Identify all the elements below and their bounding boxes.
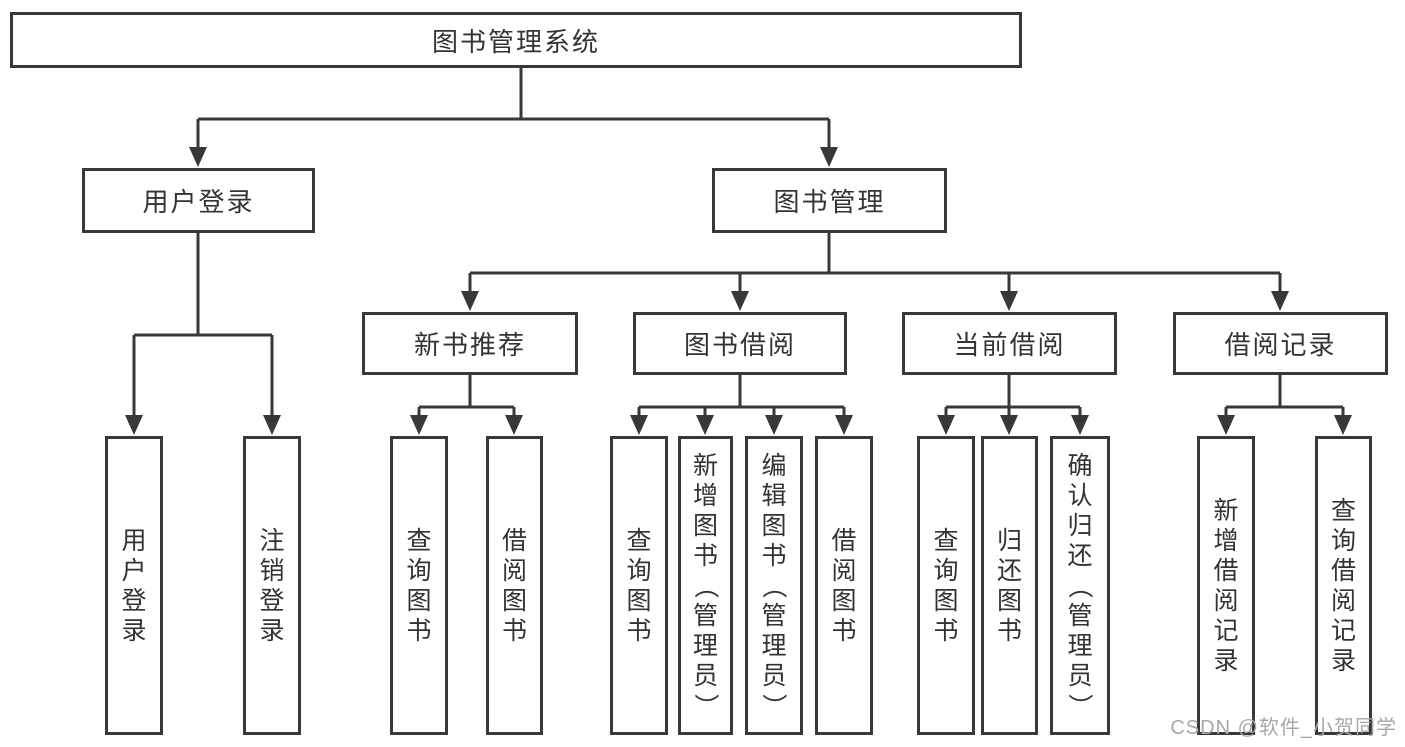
node-label: 借阅图书 bbox=[501, 526, 527, 645]
node-label: 确认归还（管理员） bbox=[1065, 451, 1094, 719]
node-leaf-borrow-books-recommend: 借阅图书 bbox=[486, 436, 543, 735]
node-label: 注销登录 bbox=[259, 526, 285, 645]
node-label: 编辑图书（管理员） bbox=[759, 451, 788, 719]
node-leaf-query-borrow-record: 查询借阅记录 bbox=[1315, 436, 1372, 735]
arrowhead-icon bbox=[461, 291, 479, 311]
node-label: 用户登录 bbox=[142, 187, 255, 217]
arrowhead-icon bbox=[765, 415, 783, 435]
arrowhead-icon bbox=[1334, 415, 1352, 435]
arrowhead-icon bbox=[1217, 415, 1235, 435]
node-library-management-system: 图书管理系统 bbox=[10, 12, 1022, 68]
node-new-book-recommend: 新书推荐 bbox=[362, 312, 578, 375]
node-leaf-add-borrow-record: 新增借阅记录 bbox=[1197, 436, 1255, 735]
node-leaf-query-books-recommend: 查询图书 bbox=[390, 436, 448, 735]
node-label: 归还图书 bbox=[996, 526, 1022, 645]
node-label: 当前借阅 bbox=[953, 330, 1066, 360]
node-leaf-user-login: 用户登录 bbox=[105, 436, 163, 735]
node-leaf-add-books-admin: 新增图书（管理员） bbox=[678, 436, 733, 735]
node-user-login: 用户登录 bbox=[82, 168, 315, 233]
arrowhead-icon bbox=[189, 147, 207, 167]
arrowhead-icon bbox=[263, 415, 281, 435]
arrowhead-icon bbox=[1000, 291, 1018, 311]
node-label: 图书借阅 bbox=[683, 330, 796, 360]
node-label: 借阅图书 bbox=[831, 526, 857, 645]
arrowhead-icon bbox=[125, 415, 143, 435]
arrowhead-icon bbox=[1000, 415, 1018, 435]
node-book-borrowing: 图书借阅 bbox=[633, 312, 847, 375]
node-leaf-logout: 注销登录 bbox=[243, 436, 301, 735]
node-label: 新书推荐 bbox=[413, 330, 526, 360]
arrowhead-icon bbox=[1071, 415, 1089, 435]
node-label: 查询图书 bbox=[406, 526, 432, 645]
node-book-management: 图书管理 bbox=[712, 168, 947, 233]
node-label: 新增借阅记录 bbox=[1213, 496, 1239, 675]
node-leaf-query-books-current: 查询图书 bbox=[917, 436, 975, 735]
arrowhead-icon bbox=[630, 415, 648, 435]
watermark-text: CSDN @软件_小贺同学 bbox=[1170, 717, 1397, 739]
arrowhead-icon bbox=[505, 415, 523, 435]
node-label: 用户登录 bbox=[121, 526, 147, 645]
arrowhead-icon bbox=[731, 291, 749, 311]
node-label: 图书管理系统 bbox=[431, 26, 600, 57]
arrowhead-icon bbox=[696, 415, 714, 435]
arrowhead-icon bbox=[820, 147, 838, 167]
arrowhead-icon bbox=[410, 415, 428, 435]
node-leaf-edit-books-admin: 编辑图书（管理员） bbox=[745, 436, 803, 735]
node-label: 新增图书（管理员） bbox=[691, 451, 720, 719]
node-leaf-query-books-borrowing: 查询图书 bbox=[610, 436, 668, 735]
arrowhead-group bbox=[125, 147, 1352, 435]
arrowhead-icon bbox=[1271, 291, 1289, 311]
node-leaf-confirm-return-admin: 确认归还（管理员） bbox=[1050, 436, 1110, 735]
node-label: 查询借阅记录 bbox=[1330, 496, 1356, 675]
arrowhead-icon bbox=[937, 415, 955, 435]
node-label: 图书管理 bbox=[773, 187, 886, 217]
node-borrowing-records: 借阅记录 bbox=[1173, 312, 1388, 375]
node-label: 查询图书 bbox=[626, 526, 652, 645]
node-leaf-return-books: 归还图书 bbox=[981, 436, 1038, 735]
node-label: 查询图书 bbox=[933, 526, 959, 645]
node-leaf-borrow-books: 借阅图书 bbox=[815, 436, 873, 735]
node-label: 借阅记录 bbox=[1224, 330, 1337, 360]
node-current-borrowing: 当前借阅 bbox=[902, 312, 1117, 375]
arrowhead-icon bbox=[835, 415, 853, 435]
